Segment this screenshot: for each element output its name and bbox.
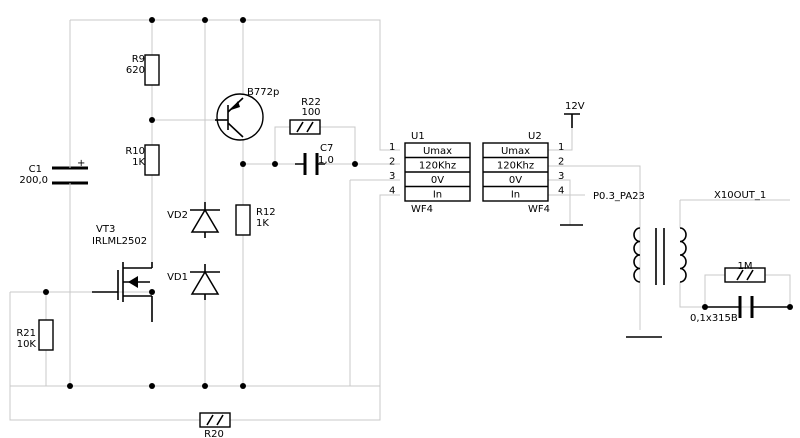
connector-u1-signal-3: 0V — [431, 175, 444, 186]
connector-u1-signal-1: Umax — [423, 146, 452, 157]
connector-u2-pin-1: 1 — [558, 142, 564, 153]
connector-u1-type: WF4 — [411, 204, 433, 215]
connector-u1-pin-2: 2 — [389, 157, 395, 168]
capacitor-output-value: 0,1x315B — [690, 313, 738, 324]
connector-u1-signal-4: In — [433, 190, 442, 201]
net-labels: 12V P0.3_PA23 X10OUT_1 — [560, 101, 766, 338]
resistor-r12-value: 1K — [256, 218, 269, 229]
connector-u2-pin-2: 2 — [558, 157, 564, 168]
connector-u2-signal-2: 120Khz — [497, 161, 534, 172]
diode-vd1-ref: VD1 — [167, 272, 188, 283]
resistor-r1m-value: 1M — [738, 261, 753, 272]
connector-u2-signal-3: 0V — [509, 175, 522, 186]
resistor-r20: R20 — [199, 412, 231, 438]
capacitor-c7-ref: C7 — [320, 143, 333, 154]
resistor-r9-ref: R9 — [132, 54, 145, 65]
connector-u1-ref: U1 — [411, 131, 425, 142]
connector-u2-pin-4: 4 — [558, 186, 564, 197]
diode-vd1: VD1 — [167, 264, 220, 300]
diode-vd2-ref: VD2 — [167, 210, 188, 221]
capacitor-c1-value: 200,0 — [19, 175, 48, 186]
resistor-r21-ref: R21 — [16, 328, 36, 339]
mosfet-vt3-ref: VT3 — [96, 224, 115, 235]
resistor-r9-value: 620 — [126, 65, 145, 76]
resistor-r1m: 1M — [724, 261, 766, 283]
wires — [9, 19, 791, 421]
transistor-b772p: B772p — [215, 87, 279, 141]
connector-u2-signal-4: In — [511, 190, 520, 201]
connector-u2-pin-3: 3 — [558, 171, 564, 182]
resistor-r20-ref: R20 — [204, 429, 224, 438]
junctions — [43, 17, 793, 389]
transformer — [633, 227, 687, 285]
connector-u2-type: WF4 — [528, 204, 550, 215]
resistor-r22-value: 100 — [301, 107, 320, 118]
resistor-r10-ref: R10 — [125, 146, 145, 157]
resistor-r22-ref: R22 — [301, 97, 321, 108]
mosfet-vt3-value: IRLML2502 — [92, 236, 147, 247]
net-label-pa23: P0.3_PA23 — [593, 191, 645, 202]
connector-u2-signal-1: Umax — [501, 146, 530, 157]
connector-u1-signal-2: 120Khz — [419, 161, 456, 172]
resistor-r12-ref: R12 — [256, 207, 276, 218]
capacitor-output: 0,1x315B — [690, 296, 790, 324]
net-label-output: X10OUT_1 — [714, 190, 766, 201]
connector-u1-pin-1: 1 — [389, 142, 395, 153]
connector-u2-ref: U2 — [528, 131, 542, 142]
diode-vd2: VD2 — [167, 202, 220, 238]
net-label-12v: 12V — [565, 101, 585, 112]
resistor-r10-value: 1K — [132, 157, 145, 168]
capacitor-c1-ref: C1 — [29, 164, 42, 175]
capacitor-c7-value: 1,0 — [318, 155, 334, 166]
capacitor-c1-polarity: + — [77, 158, 85, 169]
resistor-r21-value: 10K — [17, 339, 37, 350]
transistor-b772p-label: B772p — [247, 87, 279, 98]
connector-u1-pin-4: 4 — [389, 186, 395, 197]
connector-u1-pin-3: 3 — [389, 171, 395, 182]
capacitor-c7: C71,0 — [295, 143, 334, 175]
